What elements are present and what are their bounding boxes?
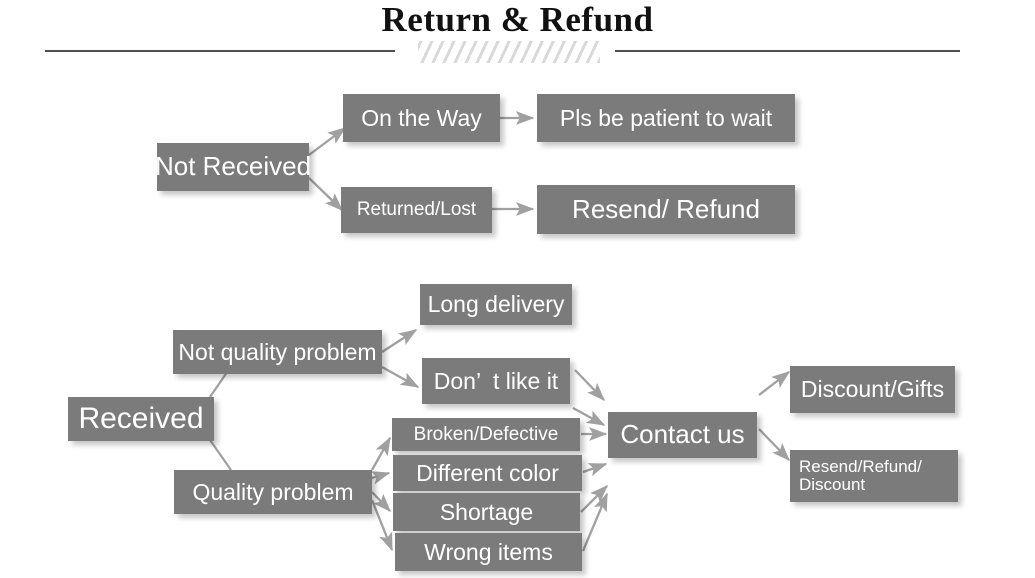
divider-rule-right xyxy=(615,50,960,52)
node-long-delivery[interactable]: Long delivery xyxy=(420,284,572,325)
node-contact-us[interactable]: Contact us xyxy=(608,412,757,458)
node-quality-problem[interactable]: Quality problem xyxy=(174,470,372,514)
node-resend-refund-discount[interactable]: Resend/Refund/ Discount xyxy=(790,450,958,502)
node-different-color[interactable]: Different color xyxy=(393,455,582,491)
page-title: Return & Refund xyxy=(381,0,654,39)
node-not-quality-problem[interactable]: Not quality problem xyxy=(173,330,382,374)
flowchart: Not Received On the Way Pls be patient t… xyxy=(0,70,1035,578)
node-resend-refund[interactable]: Resend/ Refund xyxy=(537,185,795,234)
divider-rule-left xyxy=(45,50,395,52)
node-dont-like-it[interactable]: Don’ t like it xyxy=(422,358,570,404)
node-wrong-items[interactable]: Wrong items xyxy=(395,533,582,571)
node-discount-gifts[interactable]: Discount/Gifts xyxy=(790,366,955,413)
hatch-ornament-icon xyxy=(418,41,600,63)
node-on-the-way[interactable]: On the Way xyxy=(343,94,500,142)
node-received[interactable]: Received xyxy=(68,397,214,441)
node-shortage[interactable]: Shortage xyxy=(393,493,580,531)
flowchart-connectors xyxy=(209,111,791,552)
node-broken-defective[interactable]: Broken/Defective xyxy=(392,418,580,451)
node-not-received[interactable]: Not Received xyxy=(155,143,311,191)
node-pls-be-patient-to-wait[interactable]: Pls be patient to wait xyxy=(537,94,795,142)
node-returned-lost[interactable]: Returned/Lost xyxy=(341,187,492,233)
